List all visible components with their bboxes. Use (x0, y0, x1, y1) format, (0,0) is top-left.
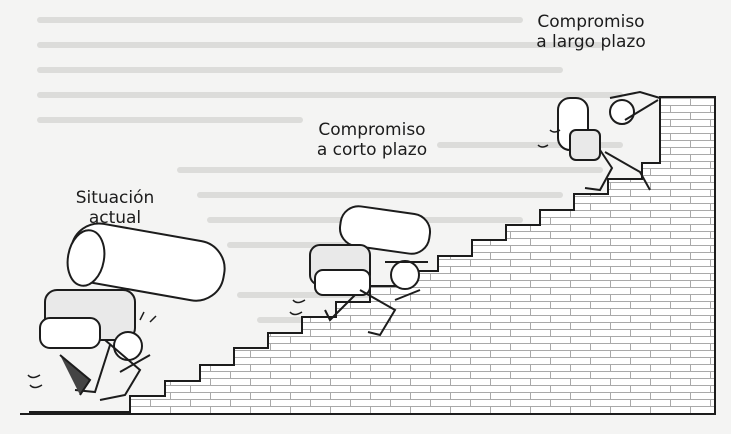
hiker-light-load (557, 90, 661, 192)
caption-current-situation: Situación actual (70, 188, 160, 228)
hiker-medium-load (309, 205, 432, 337)
caption-long-term-commitment: Compromiso a largo plazo (526, 12, 656, 52)
motion-marks (27, 129, 561, 389)
caption-line: a corto plazo (316, 140, 428, 160)
caption-line: Situación (75, 188, 155, 208)
caption-line: actual (88, 208, 142, 228)
caption-line: Compromiso (318, 120, 426, 140)
faded-background-text (37, 17, 623, 323)
caption-line: a largo plazo (536, 32, 646, 52)
caption-line: Compromiso (537, 12, 645, 32)
caption-short-term-commitment: Compromiso a corto plazo (302, 120, 442, 160)
hiker-heavy-load (39, 222, 226, 401)
